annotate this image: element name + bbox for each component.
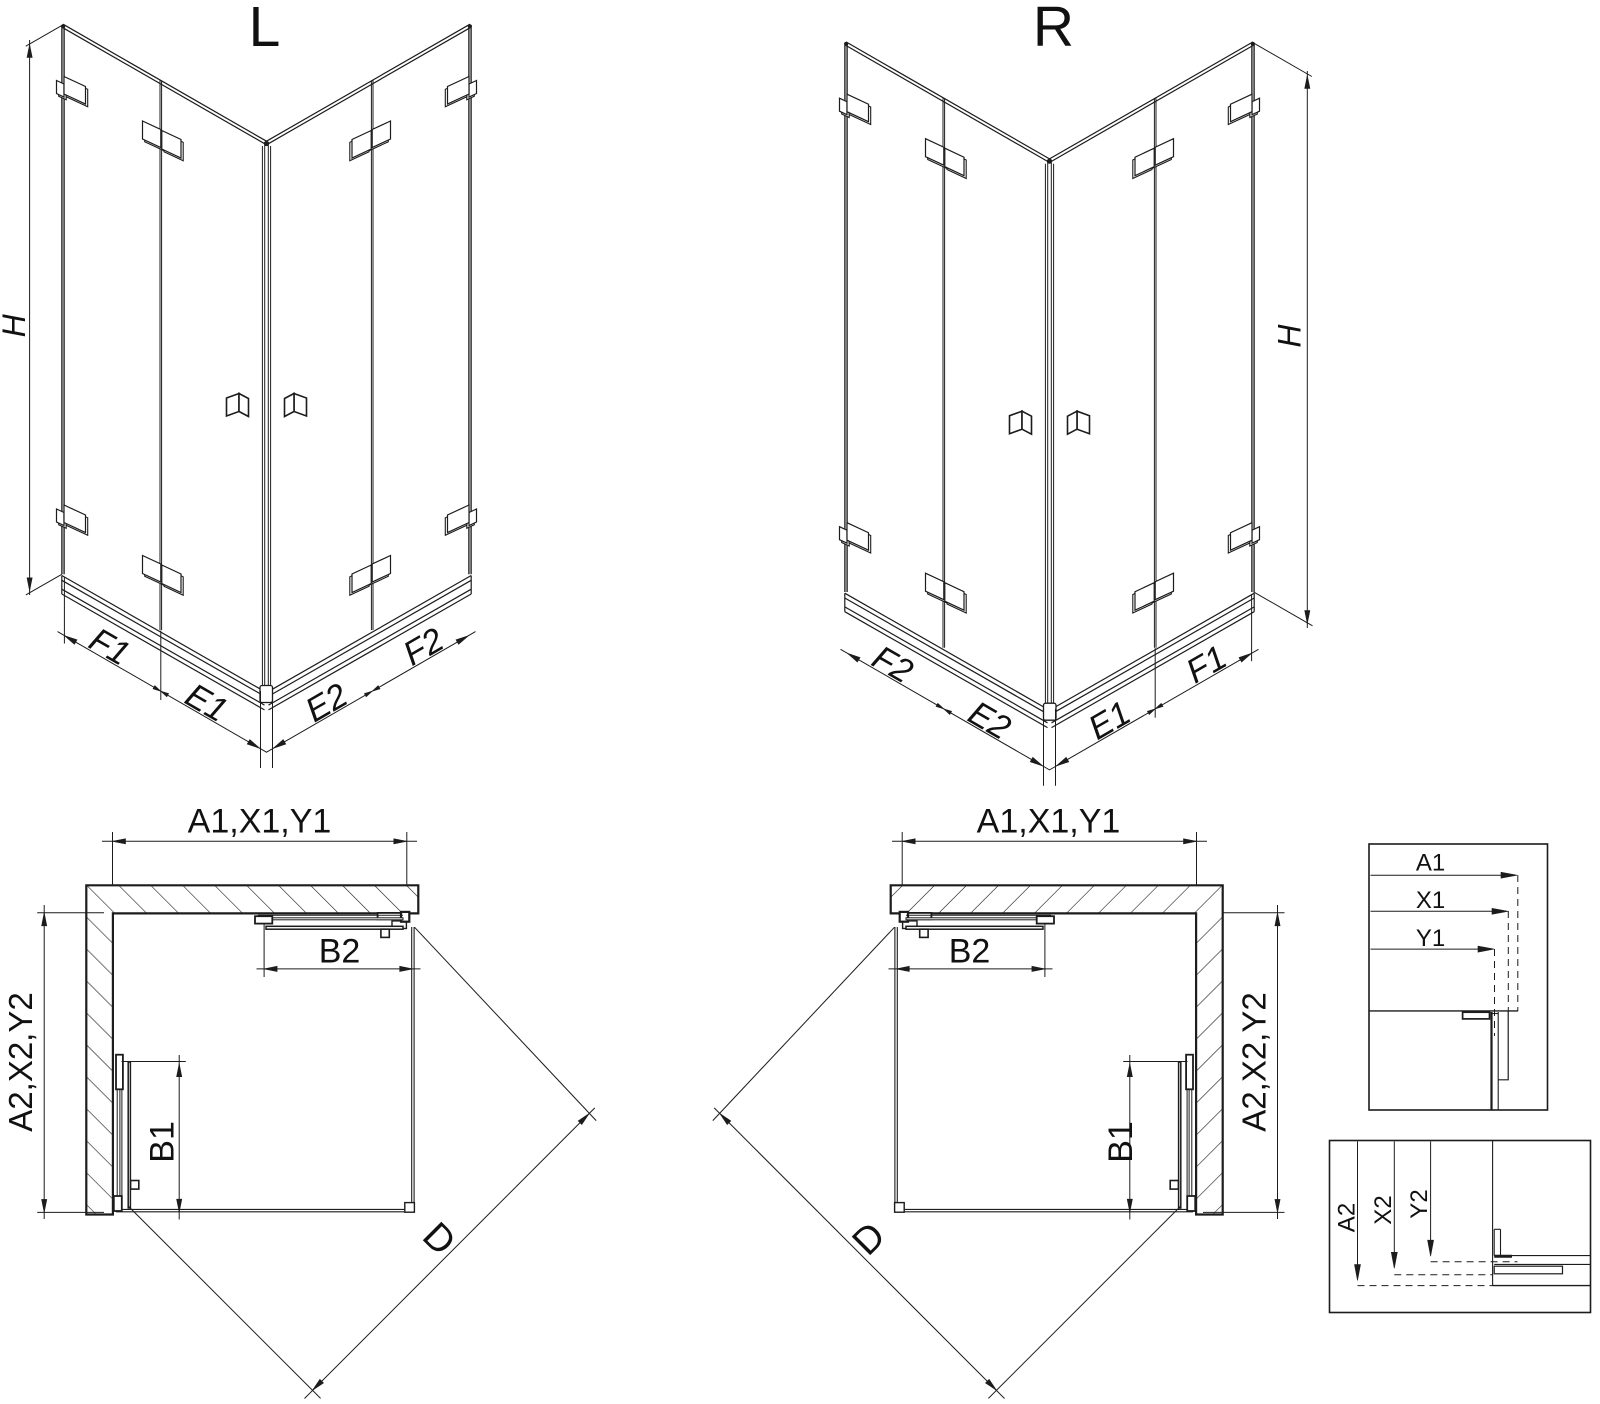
svg-text:H: H (0, 313, 32, 337)
svg-text:E1: E1 (179, 676, 234, 730)
svg-text:E2: E2 (962, 694, 1017, 748)
svg-text:R: R (1033, 0, 1074, 59)
svg-text:X1: X1 (1416, 887, 1445, 914)
svg-text:Y1: Y1 (1416, 925, 1445, 952)
svg-text:D: D (845, 1215, 894, 1264)
svg-text:A1,X1,Y1: A1,X1,Y1 (977, 803, 1121, 841)
svg-text:F2: F2 (866, 638, 919, 691)
svg-text:E2: E2 (299, 676, 354, 730)
svg-text:A1: A1 (1416, 849, 1445, 876)
svg-text:F1: F1 (83, 621, 136, 674)
svg-text:A2: A2 (1334, 1203, 1361, 1232)
svg-text:B2: B2 (319, 933, 361, 971)
svg-text:B2: B2 (949, 933, 991, 971)
svg-text:H: H (1272, 324, 1308, 348)
svg-text:A2,X2,Y2: A2,X2,Y2 (2, 992, 39, 1131)
svg-text:Y2: Y2 (1406, 1189, 1433, 1218)
svg-text:B1: B1 (1102, 1121, 1140, 1163)
svg-text:A2,X2,Y2: A2,X2,Y2 (1235, 992, 1272, 1131)
svg-text:A1,X1,Y1: A1,X1,Y1 (188, 803, 332, 841)
svg-text:B1: B1 (143, 1121, 181, 1163)
svg-text:F1: F1 (1180, 638, 1233, 691)
svg-text:X2: X2 (1370, 1195, 1397, 1224)
svg-text:F2: F2 (397, 621, 450, 674)
svg-text:D: D (414, 1215, 463, 1264)
svg-text:L: L (249, 0, 281, 59)
svg-text:E1: E1 (1082, 694, 1137, 748)
